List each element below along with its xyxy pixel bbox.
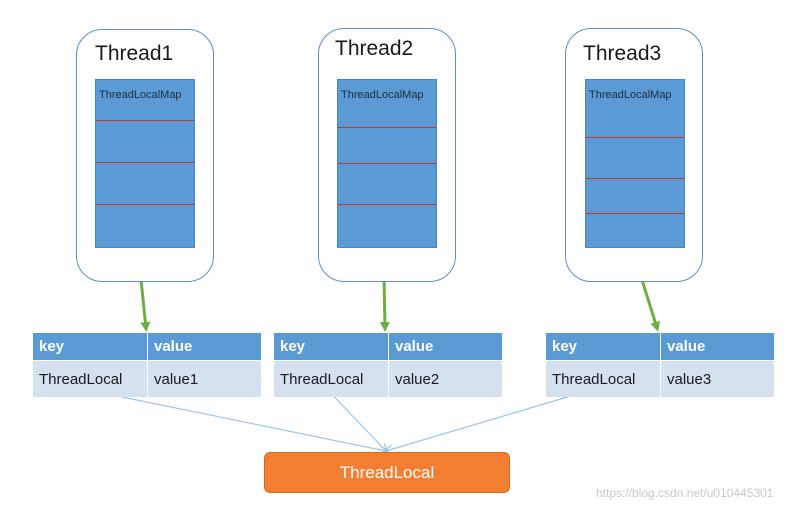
thread1-entry-table: key value ThreadLocal value1: [33, 333, 261, 397]
thread2-value-header: value: [388, 333, 502, 361]
thread2-value-cell: value2: [388, 360, 502, 397]
thread2-map-separator-1: [338, 127, 436, 128]
thread3-map-separator-1: [586, 137, 684, 138]
thread3-entry-table: key value ThreadLocal value3: [546, 333, 774, 397]
entry1-to-threadlocal-line: [87, 389, 386, 451]
thread1-key-cell: ThreadLocal: [33, 360, 148, 397]
thread1-map-separator-2: [96, 162, 194, 163]
thread1-key-header: key: [33, 333, 148, 361]
thread1-value-header: value: [147, 333, 261, 361]
thread3-map-separator-3: [586, 213, 684, 214]
entry3-to-threadlocal-line: [386, 394, 575, 451]
watermark-text: https://blog.csdn.net/u010445301: [596, 486, 774, 500]
thread3-threadlocalmap: ThreadLocalMap: [585, 79, 685, 248]
thread1-map-label: ThreadLocalMap: [99, 89, 182, 101]
thread1-title: Thread1: [95, 42, 174, 65]
thread3-map-separator-2: [586, 178, 684, 179]
thread2-key-cell: ThreadLocal: [274, 360, 389, 397]
thread2-title: Thread2: [335, 37, 414, 60]
thread1-value-cell: value1: [147, 360, 261, 397]
thread2-map-label: ThreadLocalMap: [341, 89, 424, 101]
thread1-map-separator-1: [96, 120, 194, 121]
thread3-title: Thread3: [583, 42, 662, 65]
threadlocal-node: ThreadLocal: [264, 452, 510, 493]
thread3-value-header: value: [660, 333, 774, 361]
thread2-map-separator-3: [338, 204, 436, 205]
thread3-key-header: key: [546, 333, 661, 361]
thread2-key-header: key: [274, 333, 389, 361]
thread3-map-label: ThreadLocalMap: [589, 89, 672, 101]
thread2-entry-table: key value ThreadLocal value2: [274, 333, 502, 397]
thread3-value-cell: value3: [660, 360, 774, 397]
thread1-threadlocalmap: ThreadLocalMap: [95, 79, 195, 248]
thread1-map-separator-3: [96, 204, 194, 205]
thread2-map-separator-2: [338, 163, 436, 164]
thread2-threadlocalmap: ThreadLocalMap: [337, 79, 437, 248]
thread3-key-cell: ThreadLocal: [546, 360, 661, 397]
